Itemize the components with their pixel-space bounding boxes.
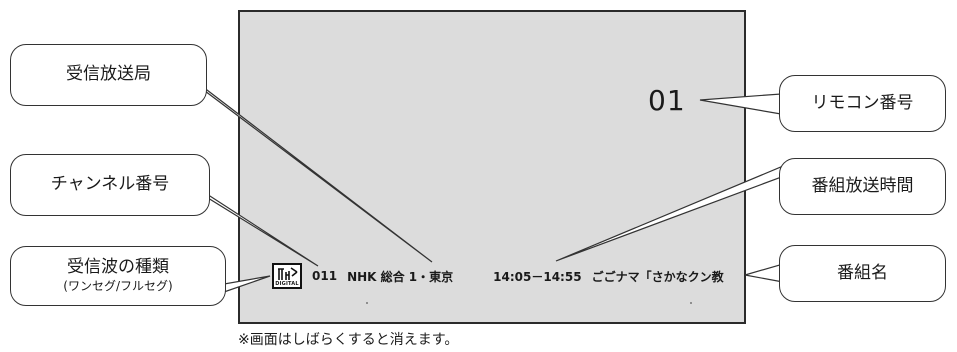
- footnote: ※画面はしばらくすると消えます。: [238, 332, 459, 348]
- callout-channel-label: チャンネル番号: [50, 174, 170, 195]
- screen-dot: [690, 302, 692, 304]
- callout-time: 番組放送時間: [779, 158, 946, 215]
- digital-broadcast-icon: DIGITAL: [272, 263, 302, 289]
- screen-dot: [366, 302, 368, 304]
- broadcast-time: 14:05－14:55: [493, 269, 582, 284]
- callout-time-label: 番組放送時間: [811, 175, 914, 196]
- callout-wave-type-label: 受信波の種類: [67, 257, 169, 278]
- channel-info-bar: DIGITAL 011 NHK 総合 1・東京 14:05－14:55 ごごナマ…: [272, 262, 724, 290]
- callout-remote-label: リモコン番号: [811, 92, 914, 113]
- callout-station: 受信放送局: [10, 44, 207, 106]
- callout-program: 番組名: [779, 245, 946, 302]
- callout-wave-type: 受信波の種類 (ワンセグ/フルセグ): [10, 246, 226, 306]
- callout-remote: リモコン番号: [779, 75, 946, 132]
- remote-number: 01: [648, 84, 686, 117]
- antenna-icon: [278, 267, 298, 280]
- callout-station-label: 受信放送局: [66, 64, 151, 85]
- station-name: NHK 総合 1・東京: [347, 269, 454, 284]
- tv-screen: [238, 10, 746, 324]
- channel-number: 011: [312, 269, 338, 283]
- digital-label: DIGITAL: [275, 281, 299, 287]
- program-name: ごごナマ「さかなクン教: [591, 269, 724, 284]
- callout-channel: チャンネル番号: [10, 154, 210, 216]
- callout-program-label: 番組名: [837, 262, 888, 283]
- callout-wave-type-sub: (ワンセグ/フルセグ): [63, 278, 173, 293]
